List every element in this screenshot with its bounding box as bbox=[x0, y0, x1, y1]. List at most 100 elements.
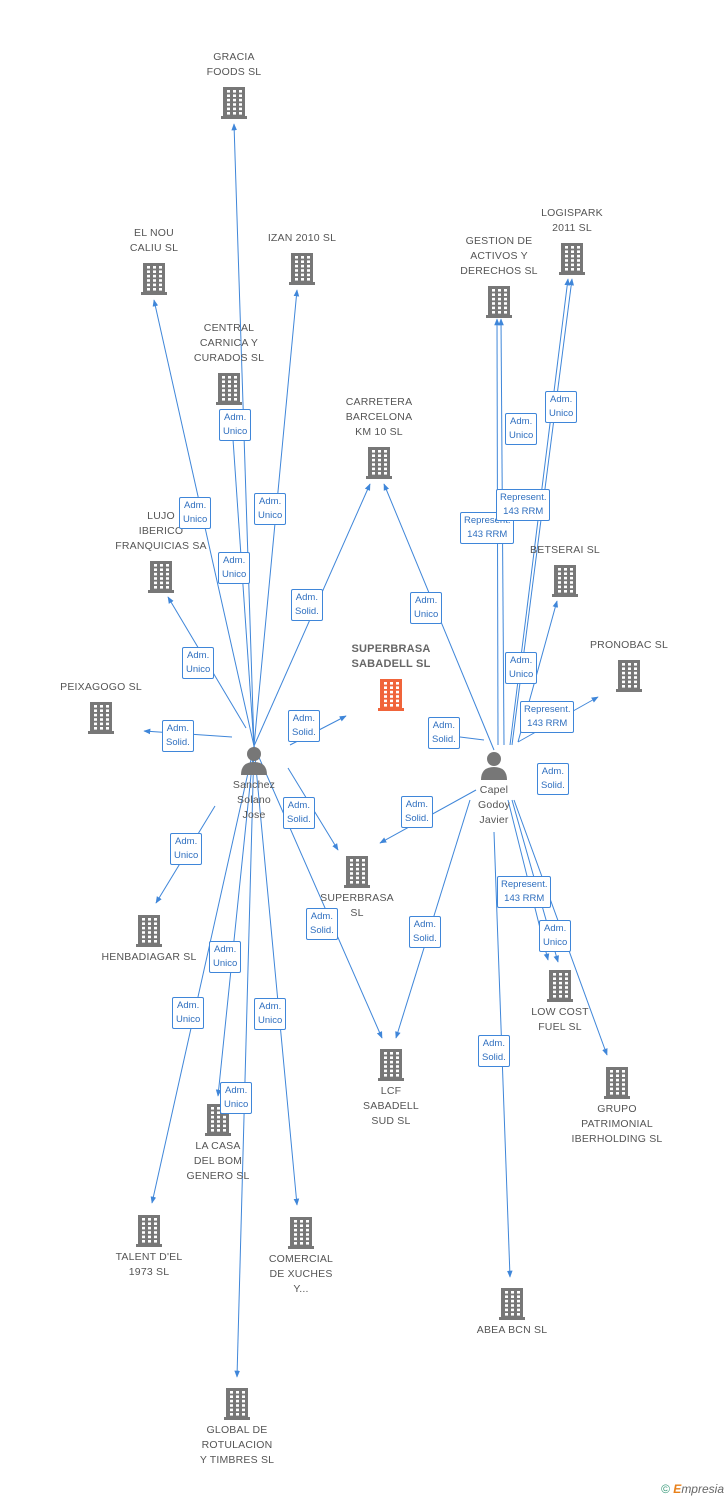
node-label: PEIXAGOGO SL bbox=[41, 680, 161, 695]
edge-label-line: Adm. bbox=[541, 766, 564, 777]
node-label-line: CURADOS SL bbox=[193, 352, 265, 364]
node-label-line: Godoy bbox=[478, 799, 510, 811]
node-label-line: CARNICA Y bbox=[199, 337, 259, 349]
edge-label-line: Adm. bbox=[259, 1001, 282, 1012]
building-icon bbox=[378, 1047, 404, 1086]
building-icon bbox=[486, 284, 512, 323]
building-icon bbox=[141, 261, 167, 300]
node-label-line: LCF bbox=[380, 1085, 402, 1097]
edge-label-line: Adm. bbox=[544, 923, 567, 934]
edge-label-capel-logispark: Represent. 143 RRM bbox=[496, 489, 551, 521]
node-label-line: Capel bbox=[479, 784, 509, 796]
brand-initial: E bbox=[673, 1482, 682, 1496]
edge-label-sanchez-izan: Adm.Unico bbox=[254, 493, 287, 525]
node-label-line: DE XUCHES bbox=[269, 1268, 333, 1280]
edge-label-line: Adm. bbox=[177, 1000, 200, 1011]
node-label-line: GLOBAL DE bbox=[206, 1424, 268, 1436]
edge-label-line: Solid. bbox=[287, 814, 311, 825]
node-label-line: IZAN 2010 SL bbox=[267, 232, 337, 244]
edge-label-line: Adm. bbox=[510, 416, 533, 427]
edge-label-capel-superbrasa_sabadell: Adm.Solid. bbox=[428, 717, 460, 749]
node-label-line: FUEL SL bbox=[538, 1021, 582, 1033]
node-label-line: DERECHOS SL bbox=[460, 265, 538, 277]
edge-label-line: Unico bbox=[174, 850, 199, 861]
edge-label-line: Represent. bbox=[464, 515, 511, 526]
node-label-line: Y... bbox=[293, 1283, 309, 1295]
node-label-line: LUJO bbox=[147, 510, 175, 522]
edge-label-line: Adm. bbox=[413, 919, 436, 930]
building-icon bbox=[378, 677, 404, 716]
building-icon bbox=[616, 658, 642, 697]
edge-label-line: Unico bbox=[414, 609, 439, 620]
person-icon bbox=[479, 750, 509, 785]
node-label-line: IBERHOLDING SL bbox=[571, 1133, 663, 1145]
node-label-line: IBERICO bbox=[138, 525, 184, 537]
node-label: TALENT D'EL 1973 SL bbox=[89, 1250, 209, 1280]
edge-label-line: Unico bbox=[509, 430, 534, 441]
edge-label-line: Adm. bbox=[415, 595, 438, 606]
edge-label-line: Solid. bbox=[310, 925, 334, 936]
building-icon bbox=[288, 1215, 314, 1254]
edge-label-sanchez-global: Adm.Unico bbox=[220, 1082, 253, 1114]
node-label-line: Solano bbox=[237, 794, 271, 806]
edge-label-sanchez-superbrasa_sabadell: Adm.Solid. bbox=[288, 710, 320, 742]
node-label: PRONOBAC SL bbox=[569, 638, 689, 653]
node-label-line: ABEA BCN SL bbox=[476, 1324, 548, 1336]
node-label: HENBADIAGAR SL bbox=[89, 950, 209, 965]
edge-label-line: Adm. bbox=[432, 720, 455, 731]
edge-label-line: Solid. bbox=[166, 737, 190, 748]
edge-label-line: Represent. bbox=[524, 704, 571, 715]
building-icon bbox=[552, 563, 578, 602]
edge-label-sanchez-lujo: Adm.Unico bbox=[182, 647, 215, 679]
node-label-line: FOODS SL bbox=[206, 66, 262, 78]
edge-label-line: Adm. bbox=[224, 412, 247, 423]
edge-label-line: Adm. bbox=[287, 800, 310, 811]
edge-label-line: Solid. bbox=[541, 780, 565, 791]
edge-label-sanchez-peixagogo: Adm.Solid. bbox=[162, 720, 194, 752]
node-label-line: SL bbox=[350, 907, 364, 919]
edge-label-sanchez-superbrasa: Adm. Solid. bbox=[283, 797, 315, 829]
edge-sanchez-lcf bbox=[253, 745, 383, 1039]
edge-label-sanchez-comercial: Adm.Unico bbox=[254, 998, 287, 1030]
edge-label-line: Solid. bbox=[482, 1052, 506, 1063]
edge-label-line: Unico bbox=[186, 664, 211, 675]
copyright-symbol: © bbox=[661, 1482, 670, 1496]
edge-label-line: Unico bbox=[176, 1014, 201, 1025]
edge-sanchez-global bbox=[234, 745, 255, 1378]
node-label-line: TALENT D'EL bbox=[115, 1251, 183, 1263]
node-label-line: GESTION DE bbox=[465, 235, 533, 247]
edge-label-line: Unico bbox=[183, 514, 208, 525]
edge-label-line: Unico bbox=[224, 1099, 249, 1110]
edge-label-sanchez-henbadiagar: Adm.Unico bbox=[170, 833, 203, 865]
node-label-line: SABADELL bbox=[363, 1100, 419, 1112]
edge-label-capel-pronobac: Represent.143 RRM bbox=[520, 701, 575, 733]
edge-label-line: Unico bbox=[222, 569, 247, 580]
node-label-line: COMERCIAL bbox=[268, 1253, 334, 1265]
edge-label-line: Represent. bbox=[500, 492, 547, 503]
node-label-line: 1973 SL bbox=[128, 1266, 170, 1278]
edge-sanchez-talent bbox=[150, 745, 255, 1204]
edge-label-line: Adm. bbox=[310, 911, 333, 922]
node-label-line: KM 10 SL bbox=[355, 426, 403, 438]
node-label-line: Sanchez bbox=[232, 779, 276, 791]
edge-label-capel-logispark: Adm.Unico bbox=[545, 391, 578, 423]
person-icon bbox=[239, 745, 269, 780]
edge-label-capel-grupo: Adm. Solid. bbox=[537, 763, 569, 795]
building-icon bbox=[547, 968, 573, 1007]
edge-label-line: Adm. bbox=[214, 944, 237, 955]
node-label: BETSERAI SL bbox=[505, 543, 625, 558]
edge-label-line: 143 RRM bbox=[503, 506, 544, 517]
building-icon bbox=[221, 85, 247, 124]
edge-label-line: Adm. bbox=[550, 394, 573, 405]
building-icon bbox=[148, 559, 174, 598]
edge-label-line: Solid. bbox=[413, 933, 437, 944]
node-label-line: HENBADIAGAR SL bbox=[101, 951, 197, 963]
edge-label-capel-superbrasa: Adm.Solid. bbox=[401, 796, 433, 828]
building-icon bbox=[216, 371, 242, 410]
node-label-line: Javier bbox=[479, 814, 509, 826]
footer-brand: © Empresia bbox=[661, 1482, 724, 1496]
